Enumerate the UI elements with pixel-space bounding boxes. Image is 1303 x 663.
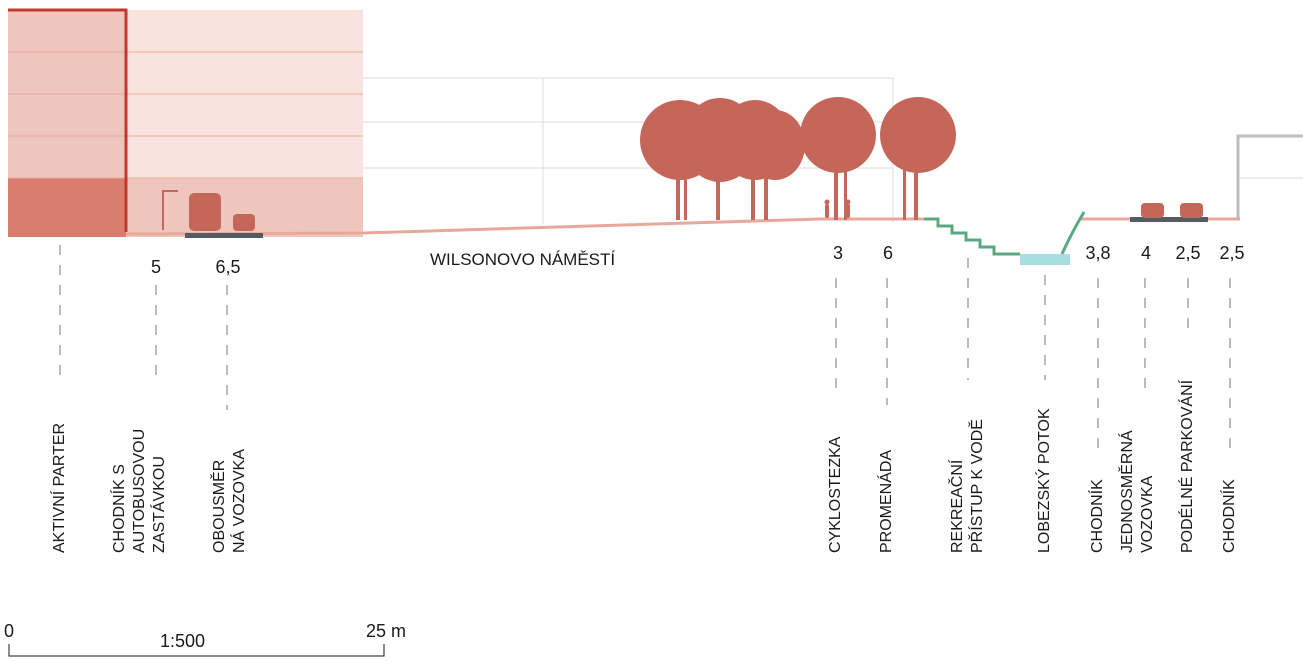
zone-label-rekreacni: REKREAČNÍ PŘÍSTUP K VODĚ [949,419,986,553]
zone-label-chodnik-2: CHODNÍK [1221,479,1238,553]
stepped-bank [924,217,1020,256]
left-vehicles [162,190,263,238]
scale-start-label: 0 [4,621,15,641]
left-building [8,8,363,237]
car-left [233,214,255,231]
person-1 [825,204,829,218]
right-vehicles [1130,203,1208,222]
zone-label-promenada: PROMENÁDA [878,449,895,553]
creek-section [924,211,1086,265]
zone-label-cyklostezka: CYKLOSTEZKA [827,436,844,553]
width-label: 2,5 [1219,243,1245,263]
scale-ratio-label: 1:500 [160,631,206,651]
width-label: 3 [832,243,844,263]
zone-label-aktivni-parter: AKTIVNÍ PARTER [51,422,68,553]
bus-stop-sign [162,190,178,230]
width-label: 3,8 [1085,243,1111,263]
car-right-2 [1180,203,1203,218]
trees [640,97,956,220]
width-label: 6,5 [215,257,241,277]
dimension-guides [59,245,1231,450]
zone-label-jednosmerna: JEDNOSMĚRNÁ VOZOVKA [1119,430,1156,553]
width-label: 6 [882,243,894,263]
width-label: 2,5 [1175,243,1201,263]
road-left [185,233,263,238]
creek-water [1020,254,1070,265]
bus [189,193,221,231]
width-label: 5 [150,257,162,277]
car-right-1 [1141,203,1164,218]
creek-bank-right [1060,211,1086,255]
scale-bar [8,644,385,657]
people [824,199,851,218]
person-2 [846,204,850,218]
scale-end-label: 25 m [366,621,407,641]
road-right [1130,217,1208,222]
place-label: WILSONOVO NÁMĚSTÍ [430,250,616,269]
tree-4 [745,110,805,220]
right-building [1236,134,1303,219]
building-facade-edge [8,8,128,232]
zone-label-chodnik-1: CHODNÍK [1089,479,1106,553]
zone-label-chodnik-zastavka: CHODNÍK S AUTOBUSOVOU ZASTÁVKOU [111,428,168,553]
tree-6 [880,97,956,220]
zone-label-obousmerna: OBOUSMĚR NÁ VOZOVKA [211,448,248,553]
zone-label-parkovani: PODÉLNÉ PARKOVÁNÍ [1179,379,1196,553]
building-ground-floor-dark [8,178,126,237]
width-label: 4 [1140,243,1152,263]
building-floor-lines [8,51,363,179]
tree-5 [800,97,876,220]
zone-label-potok: LOBEZSKÝ POTOK [1036,408,1053,553]
